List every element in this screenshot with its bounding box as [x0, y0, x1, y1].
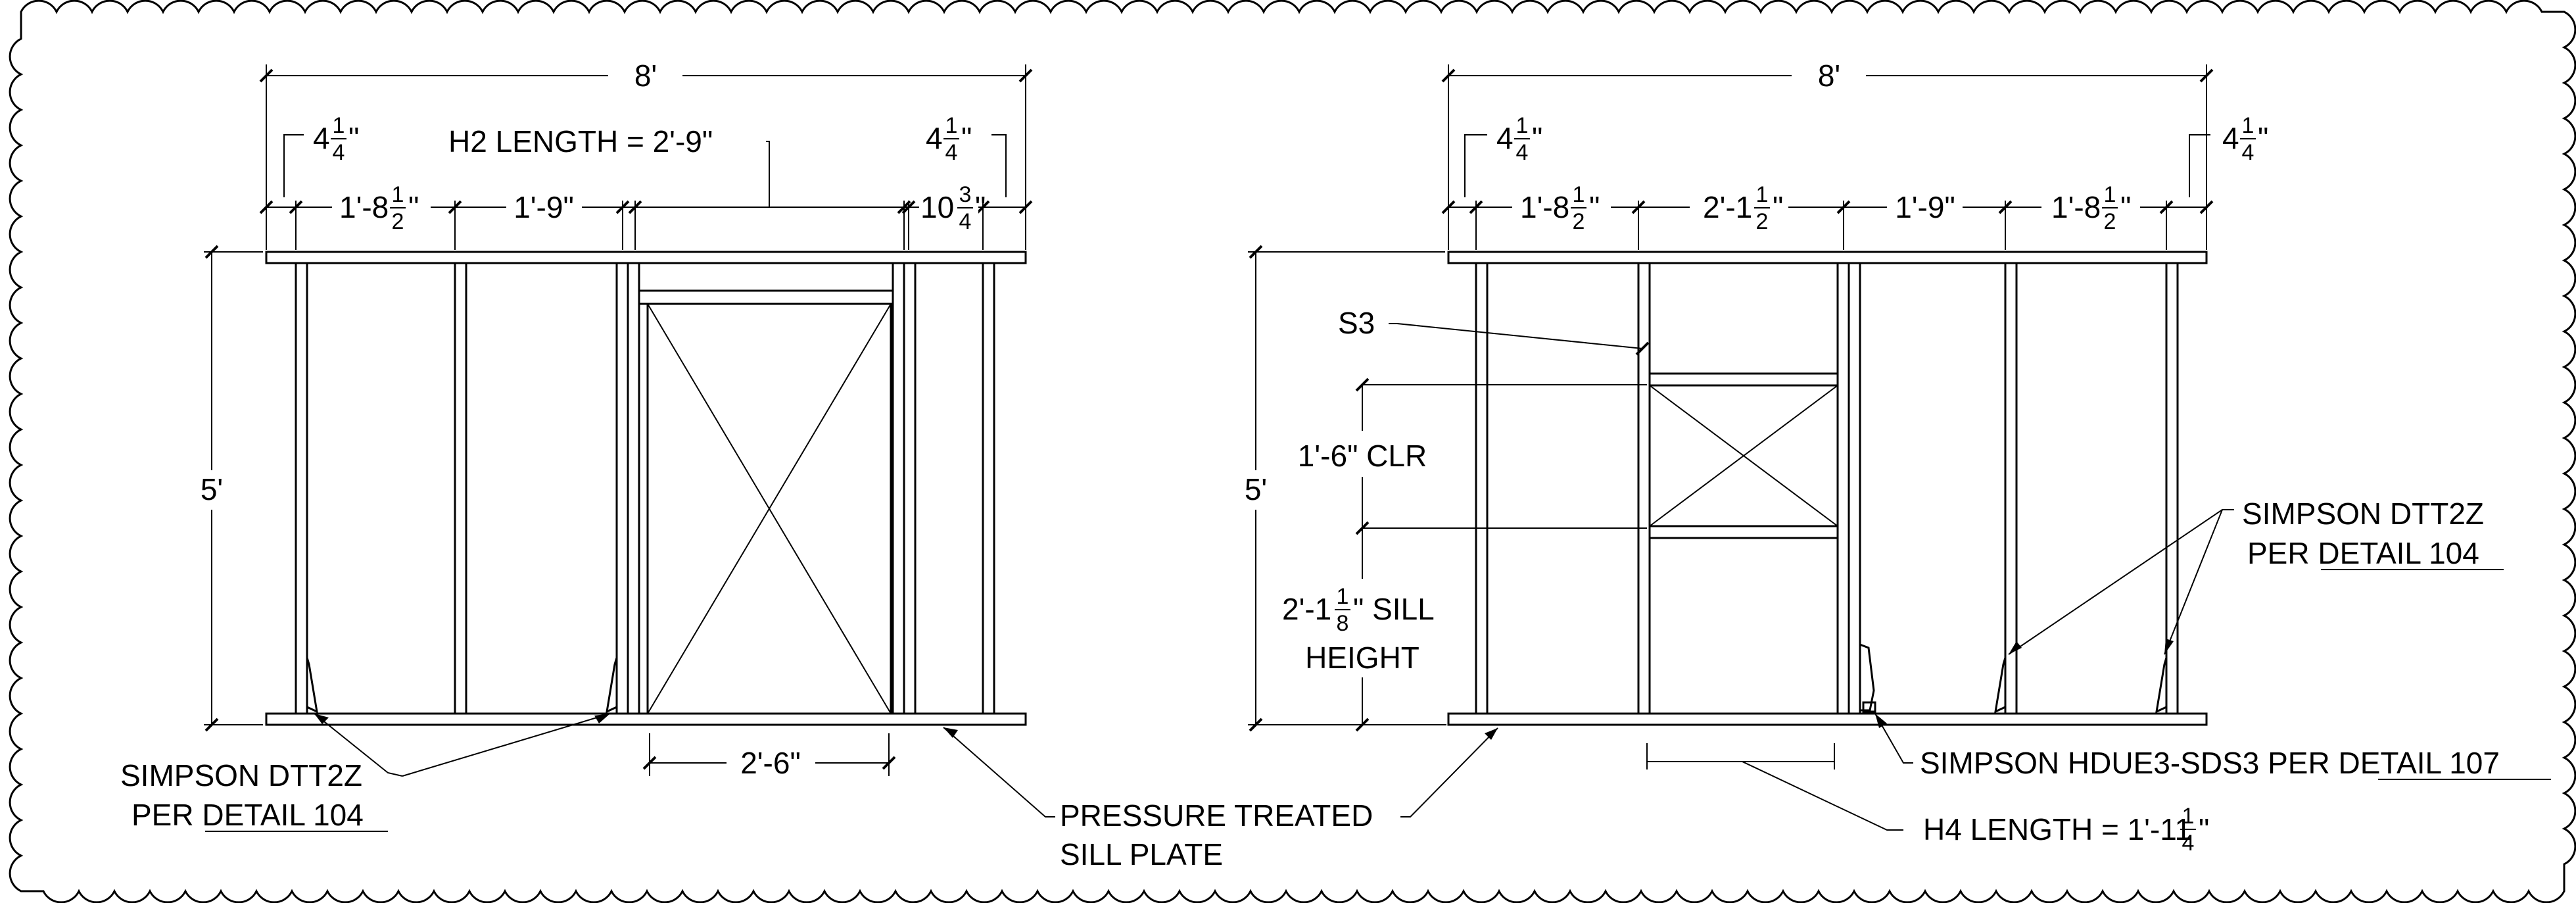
svg-text:": ": [2258, 121, 2268, 155]
svg-text:8: 8: [1337, 611, 1349, 636]
svg-text:": ": [975, 190, 986, 224]
svg-text:1'-8: 1'-8: [2051, 190, 2101, 224]
svg-text:3: 3: [959, 182, 972, 207]
svg-text:H4 LENGTH = 1'-11: H4 LENGTH = 1'-11: [1923, 812, 2191, 846]
svg-text:1'-8: 1'-8: [339, 190, 389, 224]
svg-text:": ": [1589, 190, 1600, 224]
right-holddown-2: [2155, 657, 2168, 714]
left-header-length: H2 LENGTH = 2'-9": [448, 124, 713, 159]
left-holddown-left: [306, 657, 318, 714]
right-top-plate: [1447, 251, 2208, 264]
right-holddown-1: [1994, 657, 2007, 714]
svg-text:2'-1: 2'-1: [1282, 592, 1331, 626]
svg-text:": ": [1773, 190, 1783, 224]
left-holddown-callout-line2: PER DETAIL 104: [131, 798, 364, 832]
left-opening-width-dim: 2'-6": [740, 746, 801, 780]
left-end-offset-right: 4 1 4 ": [926, 113, 972, 165]
left-stud-spacing-1: 1'-8 1 2 ": [339, 182, 419, 234]
left-height-dim: 5': [201, 472, 223, 506]
svg-text:2: 2: [1573, 209, 1585, 234]
svg-text:4: 4: [945, 140, 958, 165]
left-overall-width-dim: 8': [634, 59, 657, 93]
svg-text:" SILL: " SILL: [1353, 592, 1435, 626]
revision-cloud-border: [9, 0, 2576, 903]
svg-text:1: 1: [2182, 804, 2195, 829]
right-stud-spacing-1: 1'-8 1 2 ": [1520, 182, 1600, 234]
svg-text:": ": [2199, 812, 2209, 846]
svg-text:4: 4: [1516, 140, 1529, 165]
right-hdu-holddown: [1859, 643, 1875, 712]
svg-text:SILL PLATE: SILL PLATE: [1060, 837, 1223, 871]
svg-text:2: 2: [1756, 209, 1769, 234]
right-studs: [1475, 262, 2179, 715]
left-door-opening: [646, 303, 892, 715]
right-stud-spacing-2: 2'-1 1 2 ": [1703, 182, 1783, 234]
svg-text:": ": [2120, 190, 2131, 224]
svg-text:4: 4: [2182, 831, 2195, 856]
left-end-offset-left: 4 1 4 ": [313, 113, 359, 165]
left-sill-plate: [265, 712, 1027, 726]
right-sill-plate: [1447, 712, 2208, 726]
right-window-clear-dim: 1'-6" CLR: [1298, 439, 1427, 473]
right-window-header-sill: [1648, 372, 1839, 387]
left-stud-spacing-2: 1'-9": [513, 190, 574, 224]
svg-text:1: 1: [2104, 182, 2116, 207]
svg-text:4: 4: [2222, 121, 2239, 155]
right-section-tag: S3: [1338, 306, 1375, 340]
right-height-dim: 5': [1245, 472, 1267, 506]
right-wall-elevation: 8' 1'-8 1 2 " 2'-1: [1241, 59, 2551, 856]
svg-text:2: 2: [392, 209, 404, 234]
svg-text:1: 1: [1756, 182, 1769, 207]
right-sill-height-dim: 2'-1 1 8 " SILL HEIGHT: [1282, 584, 1435, 675]
svg-text:1: 1: [2242, 113, 2254, 138]
svg-text:1: 1: [392, 182, 404, 207]
right-dtt-callout-line2: PER DETAIL 104: [2247, 536, 2479, 570]
left-holddown-callout-line1: SIMPSON DTT2Z: [120, 758, 362, 793]
sill-plate-callout: PRESSURE TREATED SILL PLATE: [943, 727, 1498, 871]
svg-text:": ": [408, 190, 419, 224]
svg-text:PRESSURE TREATED: PRESSURE TREATED: [1060, 798, 1373, 833]
svg-text:1'-8: 1'-8: [1520, 190, 1569, 224]
svg-text:4: 4: [333, 140, 345, 165]
right-end-offset-right: 4 1 4 ": [2222, 113, 2268, 165]
right-end-offset-left: 4 1 4 ": [1496, 113, 1542, 165]
svg-text:4: 4: [1496, 121, 1514, 155]
svg-text:4: 4: [959, 209, 972, 234]
svg-text:1: 1: [1337, 584, 1349, 609]
right-overall-width-dim: 8': [1818, 59, 1840, 93]
left-header: [638, 289, 894, 305]
left-stud-spacing-3: 10 3 4 ": [920, 182, 986, 234]
svg-text:4: 4: [2242, 140, 2254, 165]
right-header-length: H4 LENGTH = 1'-11 1 4 ": [1923, 804, 2209, 856]
right-dtt-callout-line1: SIMPSON DTT2Z: [2242, 497, 2484, 531]
right-window-sill: [1648, 525, 1839, 539]
svg-text:1: 1: [945, 113, 958, 138]
svg-text:HEIGHT: HEIGHT: [1305, 641, 1419, 675]
svg-text:2: 2: [2104, 209, 2116, 234]
right-window-opening: [1648, 384, 1839, 527]
svg-text:": ": [348, 121, 359, 155]
right-hdu-callout: SIMPSON HDUE3-SDS3 PER DETAIL 107: [1920, 746, 2500, 780]
right-stud-spacing-3: 1'-9": [1895, 190, 1955, 224]
svg-text:2'-1: 2'-1: [1703, 190, 1752, 224]
left-wall-elevation: 8' 1'-8 1 2 ": [120, 59, 1033, 832]
right-stud-spacing-4: 1'-8 1 2 ": [2051, 182, 2131, 234]
left-top-plate: [265, 251, 1027, 264]
svg-text:10: 10: [920, 190, 954, 224]
svg-text:1: 1: [1573, 182, 1585, 207]
svg-text:": ": [961, 121, 972, 155]
svg-text:4: 4: [926, 121, 943, 155]
left-holddown-right: [606, 657, 618, 714]
svg-text:1: 1: [1516, 113, 1529, 138]
svg-text:1: 1: [333, 113, 345, 138]
svg-text:4: 4: [313, 121, 330, 155]
left-studs: [295, 262, 995, 715]
svg-text:": ": [1532, 121, 1542, 155]
